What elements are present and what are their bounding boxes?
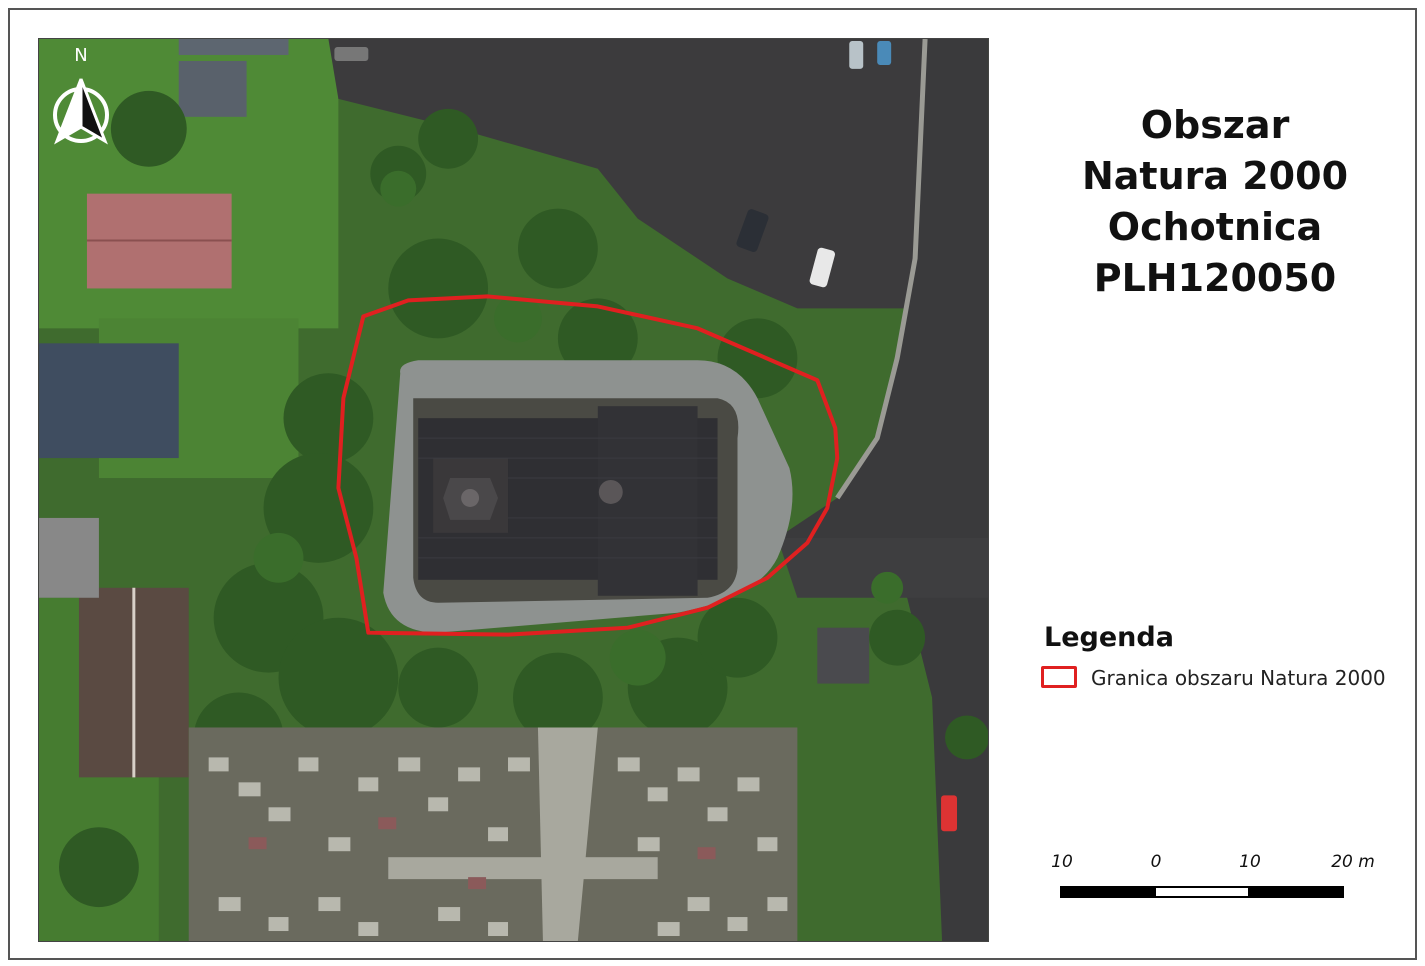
scale-segment: [1248, 886, 1344, 898]
cemetery: [188, 727, 798, 941]
aerial-map[interactable]: N: [38, 38, 989, 942]
house-roof: [39, 343, 179, 459]
north-arrow-icon: [53, 78, 109, 145]
car: [849, 40, 864, 69]
church-roof: [418, 406, 718, 596]
house-roof: [178, 39, 289, 55]
scale-segment: [1060, 886, 1156, 898]
title-line: PLH120050: [1093, 256, 1337, 300]
car: [941, 795, 958, 832]
car: [334, 46, 369, 61]
boundary-outline-swatch: [1041, 666, 1077, 688]
north-label: N: [74, 45, 88, 66]
map-title: Obszar Natura 2000 Ochotnica PLH120050: [1040, 100, 1390, 304]
aerial-photo: [39, 39, 988, 941]
scale-bar: 10 0 10 20 m: [1040, 852, 1400, 912]
scale-tick-label: 20 m: [1331, 852, 1375, 872]
car: [877, 40, 892, 65]
scale-tick-label: 10: [1239, 852, 1261, 872]
scale-tick-label: 10: [1051, 852, 1073, 872]
house-roof: [178, 60, 247, 117]
legend-title: Legenda: [1044, 622, 1174, 653]
north-arrow: N: [51, 45, 111, 145]
natura-2000-boundary[interactable]: [336, 294, 840, 637]
car: [736, 209, 769, 252]
car: [809, 247, 835, 288]
scale-tick-label: 0: [1150, 852, 1162, 872]
title-line: Obszar: [1140, 103, 1290, 147]
title-line: Ochotnica: [1107, 205, 1323, 249]
scale-segment: [1154, 886, 1250, 898]
title-line: Natura 2000: [1081, 154, 1349, 198]
legend-item-label: Granica obszaru Natura 2000: [1091, 666, 1386, 690]
chapel-roof: [817, 627, 870, 684]
